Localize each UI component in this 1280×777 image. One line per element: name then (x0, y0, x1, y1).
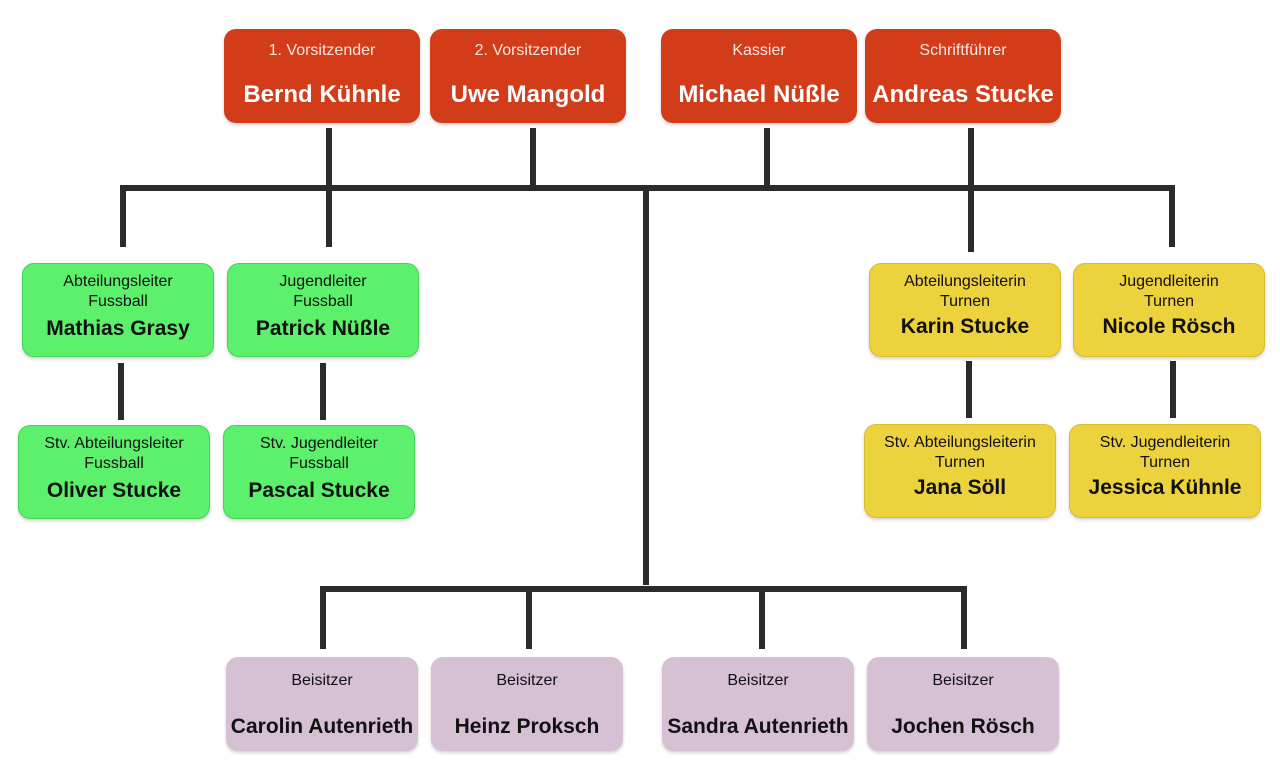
connector-line (320, 586, 326, 649)
assessor-box: Beisitzer Sandra Autenrieth (662, 657, 854, 751)
gymnastics-box-department-head: Abteilungsleiterin Turnen Karin Stucke (869, 263, 1061, 357)
box-name: Mathias Grasy (46, 317, 190, 340)
connector-line (759, 586, 765, 649)
connector-line (968, 128, 974, 188)
box-role: Schriftführer (919, 42, 1007, 59)
box-name: Heinz Proksch (454, 715, 600, 738)
assessor-box: Beisitzer Jochen Rösch (867, 657, 1059, 751)
box-role: Beisitzer (932, 672, 994, 689)
box-name: Jessica Kühnle (1088, 476, 1242, 499)
box-role: Abteilungsleiterin Turnen (904, 273, 1026, 310)
box-role: Beisitzer (727, 672, 789, 689)
gymnastics-box-deputy-department-head: Stv. Abteilungsleiterin Turnen Jana Söll (864, 424, 1056, 518)
connector-line (320, 363, 326, 420)
box-name: Andreas Stucke (872, 81, 1054, 108)
box-name: Karin Stucke (900, 315, 1030, 338)
box-role: Stv. Jugendleiterin Turnen (1099, 434, 1231, 471)
box-name: Michael Nüßle (678, 81, 840, 108)
connector-line (961, 586, 967, 649)
connector-line (326, 128, 332, 188)
box-name: Nicole Rösch (1102, 315, 1236, 338)
box-role: 2. Vorsitzender (474, 42, 582, 59)
box-role: Jugendleiter Fussball (279, 273, 367, 310)
box-name: Carolin Autenrieth (230, 715, 414, 738)
board-box-second-chairman: 2. Vorsitzender Uwe Mangold (430, 29, 626, 123)
football-box-youth-head: Jugendleiter Fussball Patrick Nüßle (227, 263, 419, 357)
connector-line (118, 363, 124, 420)
gymnastics-box-deputy-youth-head: Stv. Jugendleiterin Turnen Jessica Kühnl… (1069, 424, 1261, 518)
connector-line (120, 185, 126, 247)
box-role: Stv. Abteilungsleiterin Turnen (884, 434, 1036, 471)
board-box-first-chairman: 1. Vorsitzender Bernd Kühnle (224, 29, 420, 123)
box-role: Stv. Abteilungsleiter Fussball (44, 435, 184, 472)
box-role: Kassier (732, 42, 786, 59)
assessor-box: Beisitzer Heinz Proksch (431, 657, 623, 751)
connector-line (643, 185, 649, 585)
box-name: Sandra Autenrieth (667, 715, 849, 738)
connector-line (966, 361, 972, 418)
connector-line (326, 185, 332, 247)
box-role: 1. Vorsitzender (268, 42, 376, 59)
connector-line (968, 185, 974, 252)
box-name: Bernd Kühnle (243, 81, 401, 108)
connector-line (526, 586, 532, 649)
box-name: Pascal Stucke (248, 479, 390, 502)
box-name: Oliver Stucke (46, 479, 182, 502)
football-box-deputy-department-head: Stv. Abteilungsleiter Fussball Oliver St… (18, 425, 210, 519)
assessor-box: Beisitzer Carolin Autenrieth (226, 657, 418, 751)
connector-line (1169, 185, 1175, 247)
connector-line (1170, 361, 1176, 418)
box-role: Beisitzer (291, 672, 353, 689)
box-role: Beisitzer (496, 672, 558, 689)
board-box-secretary: Schriftführer Andreas Stucke (865, 29, 1061, 123)
gymnastics-box-youth-head: Jugendleiterin Turnen Nicole Rösch (1073, 263, 1265, 357)
box-role: Abteilungsleiter Fussball (63, 273, 173, 310)
box-name: Jochen Rösch (891, 715, 1035, 738)
football-box-department-head: Abteilungsleiter Fussball Mathias Grasy (22, 263, 214, 357)
box-name: Jana Söll (913, 476, 1007, 499)
board-box-treasurer: Kassier Michael Nüßle (661, 29, 857, 123)
box-role: Jugendleiterin Turnen (1119, 273, 1219, 310)
connector-line (764, 128, 770, 188)
box-role: Stv. Jugendleiter Fussball (260, 435, 378, 472)
box-name: Uwe Mangold (450, 81, 606, 108)
box-name: Patrick Nüßle (255, 317, 391, 340)
connector-line (530, 128, 536, 188)
football-box-deputy-youth-head: Stv. Jugendleiter Fussball Pascal Stucke (223, 425, 415, 519)
connector-line (320, 586, 967, 592)
